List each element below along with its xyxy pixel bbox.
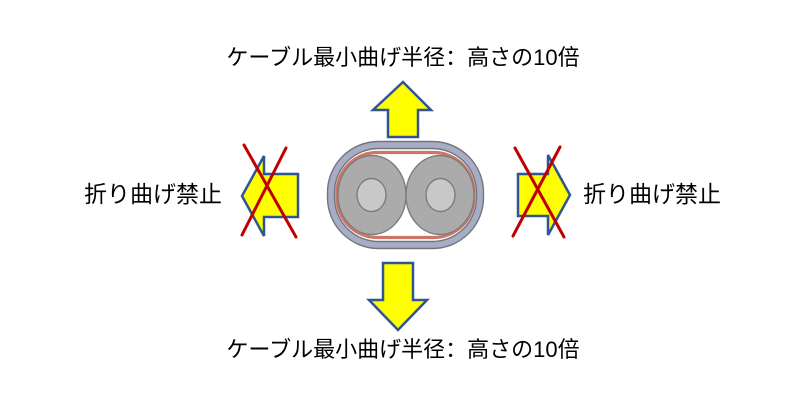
cross-line: [513, 146, 566, 239]
right-core: [425, 177, 456, 213]
left-core: [356, 177, 387, 213]
top-min-bend-radius-label: ケーブル最小曲げ半径：高さの10倍: [226, 45, 580, 70]
cross-line: [240, 146, 288, 237]
left-no-fold-label: 折り曲げ禁止: [84, 181, 222, 207]
down-arrow-icon: [366, 261, 430, 332]
flat-cable-cross-section-icon: [326, 140, 485, 250]
up-arrow-icon: [369, 80, 435, 139]
right-no-fold-label: 折り曲げ禁止: [583, 181, 721, 207]
left-prohibition-cross-icon: [240, 143, 298, 239]
right-prohibition-cross-icon: [511, 145, 566, 239]
cross-line: [511, 145, 562, 238]
bottom-min-bend-radius-label: ケーブル最小曲げ半径：高さの10倍: [226, 337, 580, 362]
cross-line: [242, 143, 298, 239]
